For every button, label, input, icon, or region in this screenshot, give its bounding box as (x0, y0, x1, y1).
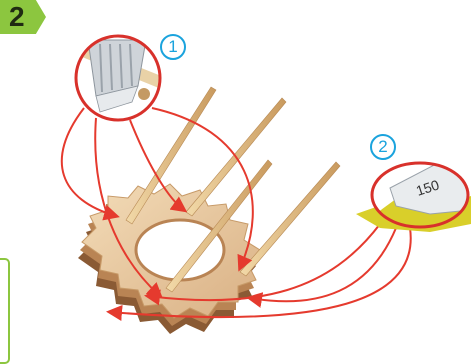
zoom-circle-sandpaper: 150 (356, 162, 471, 232)
callout-2-badge: 2 (370, 134, 396, 160)
side-panel-edge (0, 258, 10, 364)
callout-1-badge: 1 (160, 34, 186, 60)
zoom-circle-knife (66, 36, 172, 120)
